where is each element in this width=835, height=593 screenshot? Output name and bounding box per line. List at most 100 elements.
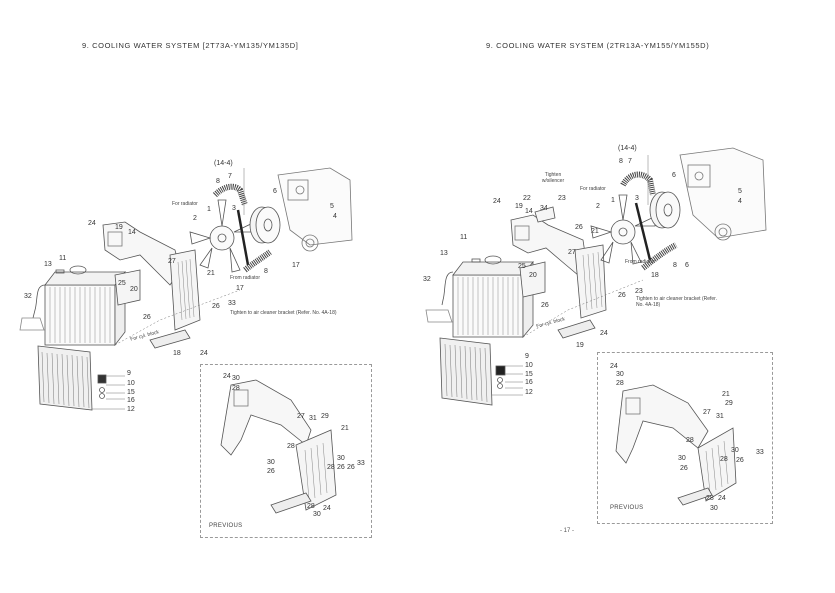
part-label: 13 <box>440 250 448 257</box>
inset-part-label: 29 <box>321 413 329 420</box>
part-label: 11 <box>460 234 468 241</box>
radiator <box>44 270 126 347</box>
ref-label: (14-4) <box>618 145 637 152</box>
inset-part-label: 30 <box>267 459 275 466</box>
inset-part-label: 31 <box>309 415 317 422</box>
part-label: 1 <box>611 197 615 204</box>
inset-caption: PREVIOUS <box>209 523 243 529</box>
part-label: 32 <box>24 293 32 300</box>
part-label: 34 <box>540 205 548 212</box>
inset-part-label: 28 <box>720 456 728 463</box>
part-label: 27 <box>168 258 176 265</box>
part-label: 14 <box>128 229 136 236</box>
part-label: 18 <box>651 272 659 279</box>
from-radiator-note: From radiator <box>625 259 656 265</box>
part-label: 32 <box>423 276 431 283</box>
part-label: 26 <box>618 292 626 299</box>
part-label: 4 <box>333 213 337 220</box>
inset-part-label: 33 <box>357 460 365 467</box>
part-label: 19 <box>115 224 123 231</box>
right-page: 9. COOLING WATER SYSTEM (2TR13A-YM155/YM… <box>418 0 835 593</box>
part-label: 24 <box>200 350 208 357</box>
part-label: 4 <box>738 198 742 205</box>
part-label: 18 <box>173 350 181 357</box>
part-label: 1 <box>207 206 211 213</box>
part-label: 8 <box>264 268 268 275</box>
part-label: 6 <box>685 262 689 269</box>
part-label: 20 <box>130 286 138 293</box>
part-label: 10 <box>127 380 135 387</box>
part-label: 19 <box>576 342 584 349</box>
radiator <box>452 260 534 339</box>
radiator-cap <box>484 255 502 265</box>
inset-part-label: 30 <box>616 371 624 378</box>
inset-part-label: 28 <box>287 443 295 450</box>
tighten-bracket-note: Tighten to air cleaner bracket (Refer. N… <box>636 296 717 308</box>
inset-diagram <box>220 379 337 514</box>
inset-part-label: 26 <box>347 464 355 471</box>
exploded-diagram <box>425 147 767 406</box>
part-label: 21 <box>207 270 215 277</box>
cooling-fan <box>189 199 256 273</box>
previous-version-inset: 24 30 28 27 31 29 21 28 30 26 30 26 28 2… <box>200 364 372 538</box>
part-label: 6 <box>273 188 277 195</box>
radiator-cap <box>69 265 87 275</box>
section-title: 9. COOLING WATER SYSTEM [2T73A-YM135/YM1… <box>82 41 299 50</box>
pulley <box>249 206 281 244</box>
part-label: 17 <box>236 285 244 292</box>
inset-part-label: 26 <box>736 457 744 464</box>
inset-part-label: 30 <box>232 375 240 382</box>
page-number: - 17 - <box>560 528 575 534</box>
part-label: 26 <box>541 302 549 309</box>
part-label: 5 <box>738 188 742 195</box>
inset-part-label: 30 <box>678 455 686 462</box>
part-label: 26 <box>212 303 220 310</box>
inset-part-label: 33 <box>756 449 764 456</box>
part-label: 24 <box>88 220 96 227</box>
part-label: 2 <box>193 215 197 222</box>
tighten-bracket-note: Tighten to air cleaner bracket (Refer. N… <box>230 310 337 316</box>
radiator-grille <box>439 337 493 406</box>
part-label: 15 <box>127 389 135 396</box>
part-label: 16 <box>525 379 533 386</box>
part-label: 8 <box>673 262 677 269</box>
part-label: 26 <box>143 314 151 321</box>
inset-part-label: 21 <box>722 391 730 398</box>
inset-caption: PREVIOUS <box>610 505 644 511</box>
section-title: 9. COOLING WATER SYSTEM (2TR13A-YM155/YM… <box>486 41 710 50</box>
part-label: 5 <box>330 203 334 210</box>
part-label: 8 <box>619 158 623 165</box>
part-label: 14 <box>525 208 533 215</box>
part-label: 12 <box>127 406 135 413</box>
inset-part-label: 26 <box>337 464 345 471</box>
part-label: 2 <box>596 203 600 210</box>
engine-block <box>277 167 353 252</box>
part-label: 24 <box>600 330 608 337</box>
part-label: 19 <box>515 203 523 210</box>
part-label: 21 <box>591 228 599 235</box>
part-label: 33 <box>228 300 236 307</box>
part-label: 20 <box>529 272 537 279</box>
radiator-grille <box>37 345 93 411</box>
part-label: 3 <box>635 195 639 202</box>
left-page: 9. COOLING WATER SYSTEM [2T73A-YM135/YM1… <box>0 0 417 593</box>
pulley <box>649 191 681 229</box>
part-label: 25 <box>118 280 126 287</box>
part-label: 8 <box>216 178 220 185</box>
part-label: 23 <box>635 288 643 295</box>
for-radiator-note: For radiator <box>172 201 198 207</box>
part-label: 11 <box>59 255 67 262</box>
inset-part-label: 28 <box>616 380 624 387</box>
part-label: 3 <box>232 205 236 212</box>
inset-part-label: 30 <box>313 511 321 518</box>
inset-part-label: 24 <box>223 373 231 380</box>
previous-version-inset: 24 30 28 21 29 27 31 28 30 26 30 28 26 3… <box>597 352 773 524</box>
part-label: 24 <box>493 198 501 205</box>
inset-part-label: 28 <box>232 385 240 392</box>
inset-part-label: 21 <box>341 425 349 432</box>
part-label: 12 <box>525 389 533 396</box>
part-label: 9 <box>127 370 131 377</box>
part-label: 22 <box>523 195 531 202</box>
part-label: 7 <box>628 158 632 165</box>
part-label: 13 <box>44 261 52 268</box>
